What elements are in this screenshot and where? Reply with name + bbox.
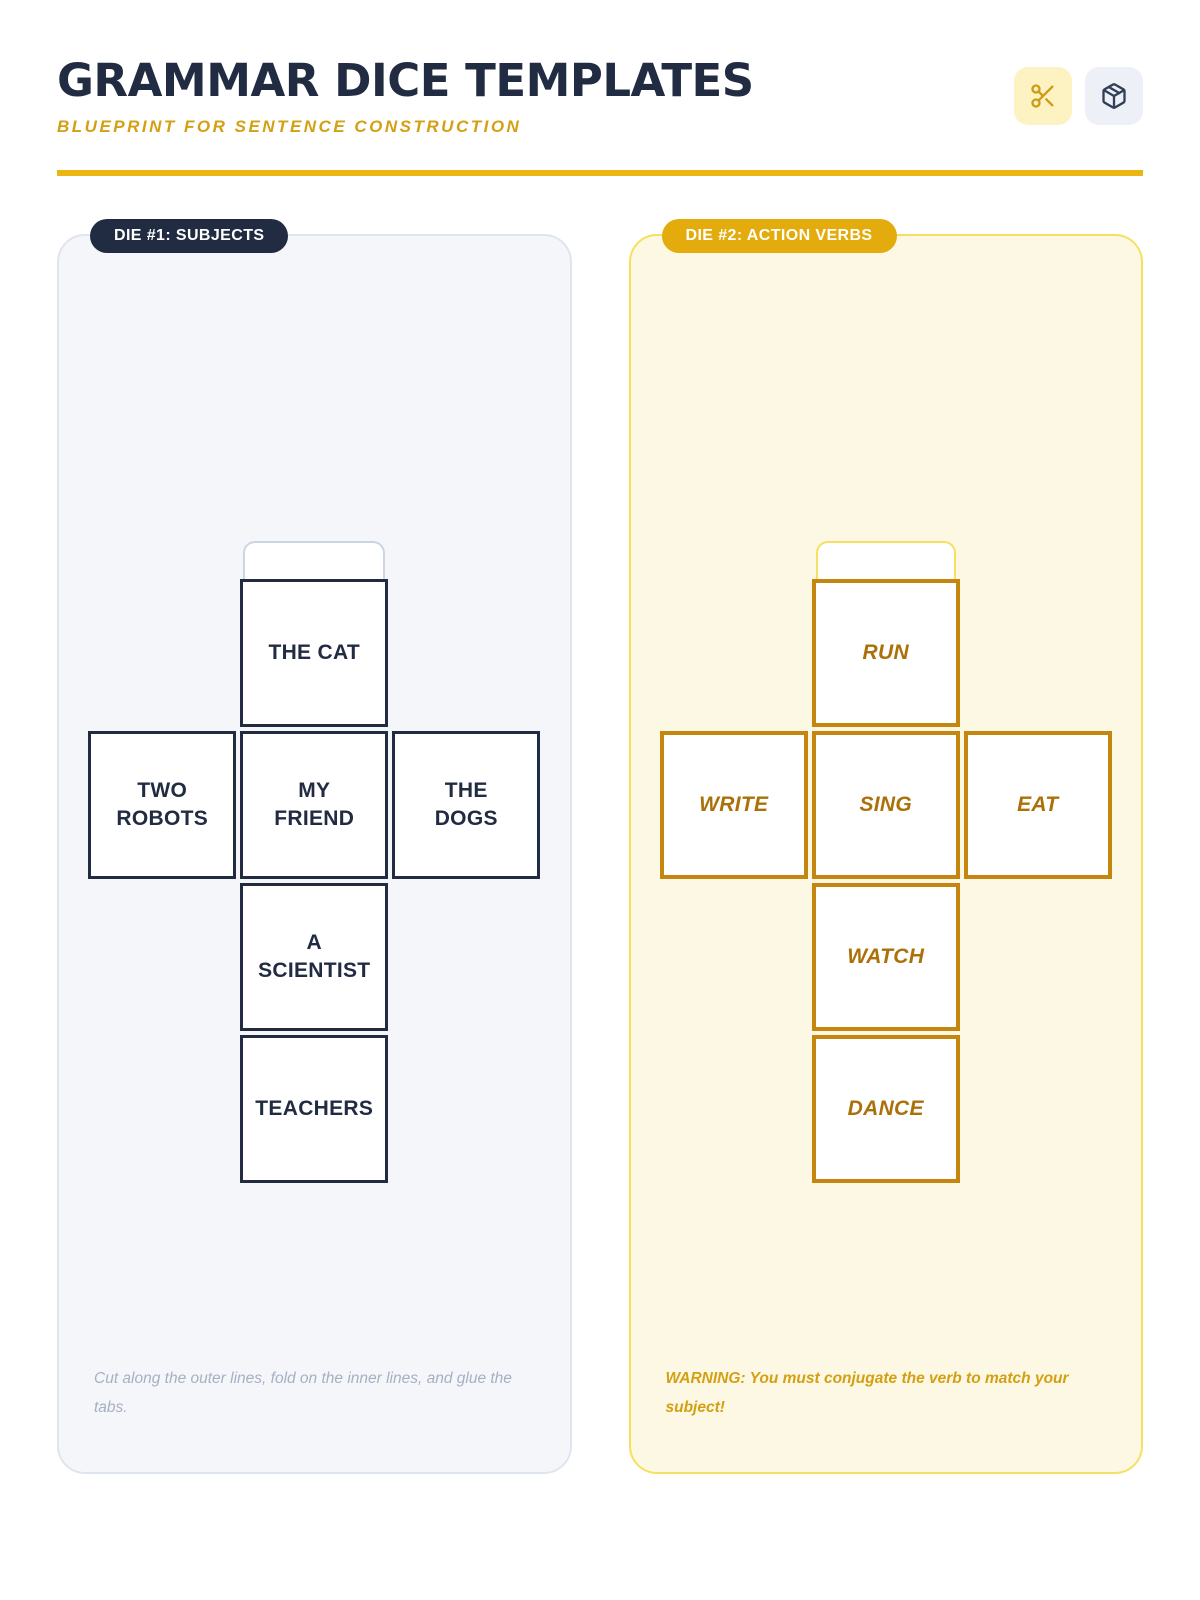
scissors-icon [1031,84,1054,108]
header-tools [1014,67,1143,125]
die-face-label: A SCIENTIST [258,930,371,982]
die2-face-center: SING [811,731,960,879]
die2-panel: DIE #2: ACTION VERBS RUN WRITE SING EAT [628,219,1143,1474]
die2-face-right: EAT [963,731,1112,879]
die2-face-bottom: WATCH [811,883,960,1031]
die-face-label: TEACHERS [255,1096,374,1120]
die-face-label: RUN [862,640,909,664]
die-face-label: SING [859,792,913,816]
die1-face-right: THE DOGS [392,731,541,879]
die-face-label: EAT [1017,792,1059,816]
die-face-label: MY FRIEND [274,778,355,830]
die1-panel: DIE #1: SUBJECTS THE CAT TWO ROBOTS MY F… [57,219,572,1474]
glue-tab [815,541,956,579]
scissors-button[interactable] [1014,67,1072,125]
die2-area: RUN WRITE SING EAT WATCH DANCE [631,236,1142,1183]
die2-net: RUN WRITE SING EAT WATCH DANCE [659,541,1112,1183]
die1-face-center: MY FRIEND [240,731,389,879]
page-title: GRAMMAR DICE TEMPLATES [57,54,754,107]
package-icon [1102,83,1126,109]
dice-templates: DIE #1: SUBJECTS THE CAT TWO ROBOTS MY F… [57,219,1143,1474]
die1-instructions: Cut along the outer lines, fold on the i… [94,1370,512,1416]
die1-badge: DIE #1: SUBJECTS [90,219,289,253]
header: GRAMMAR DICE TEMPLATES BLUEPRINT FOR SEN… [57,58,1143,137]
die2-warning: WARNING: You must conjugate the verb to … [665,1370,1069,1416]
die2-face-bottom2: DANCE [811,1035,960,1183]
die2-badge: DIE #2: ACTION VERBS [661,219,897,253]
die2-face-left: WRITE [659,731,808,879]
die-face-label: WRITE [699,792,769,816]
die1-face-top: THE CAT [240,541,389,727]
glue-tab [243,541,386,579]
die1-area: THE CAT TWO ROBOTS MY FRIEND THE DOGS A … [59,236,570,1183]
cube-button[interactable] [1085,67,1143,125]
die1-face-bottom2: TEACHERS [240,1035,389,1183]
die-face-label: TWO ROBOTS [116,778,209,830]
header-text: GRAMMAR DICE TEMPLATES BLUEPRINT FOR SEN… [57,58,754,137]
die2-face-top: RUN [811,541,960,727]
die-face-label: THE DOGS [434,778,498,830]
die-face-label: DANCE [847,1096,924,1120]
header-divider [57,170,1143,176]
page-subtitle: BLUEPRINT FOR SENTENCE CONSTRUCTION [57,117,522,136]
die-face-label: THE CAT [268,640,361,664]
die1-face-bottom: A SCIENTIST [240,883,389,1031]
die-face-label: WATCH [847,944,925,968]
die1-net: THE CAT TWO ROBOTS MY FRIEND THE DOGS A … [88,541,541,1183]
die1-face-left: TWO ROBOTS [88,731,237,879]
